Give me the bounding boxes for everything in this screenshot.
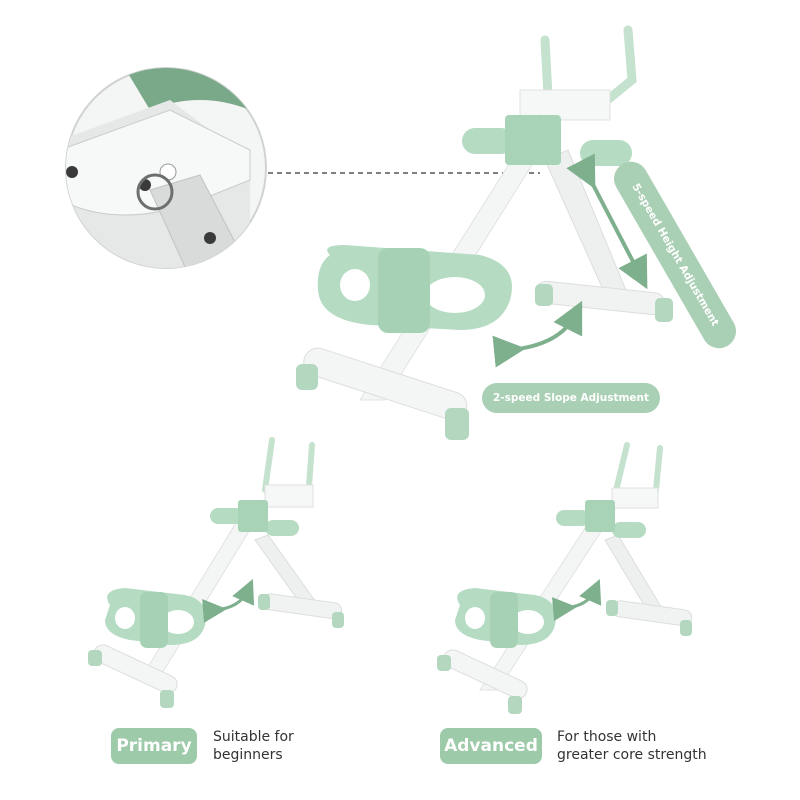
- primary-description-line1: Suitable for: [213, 729, 294, 745]
- advanced-description: For those with greater core strength: [557, 728, 707, 764]
- slope-adjustment-label: 2-speed Slope Adjustment: [492, 392, 650, 404]
- advanced-badge: Advanced: [440, 728, 542, 764]
- machine-primary: [88, 437, 344, 708]
- advanced-description-line1: For those with: [557, 729, 657, 745]
- detail-inset-circle: [65, 67, 267, 269]
- machine-advanced: [437, 442, 693, 714]
- machine-large: [296, 25, 673, 440]
- primary-description: Suitable for beginners: [213, 728, 294, 764]
- primary-description-line2: beginners: [213, 747, 283, 763]
- slope-adjustment-callout: 2-speed Slope Adjustment: [482, 383, 660, 413]
- primary-badge: Primary: [111, 728, 197, 764]
- advanced-description-line2: greater core strength: [557, 747, 707, 763]
